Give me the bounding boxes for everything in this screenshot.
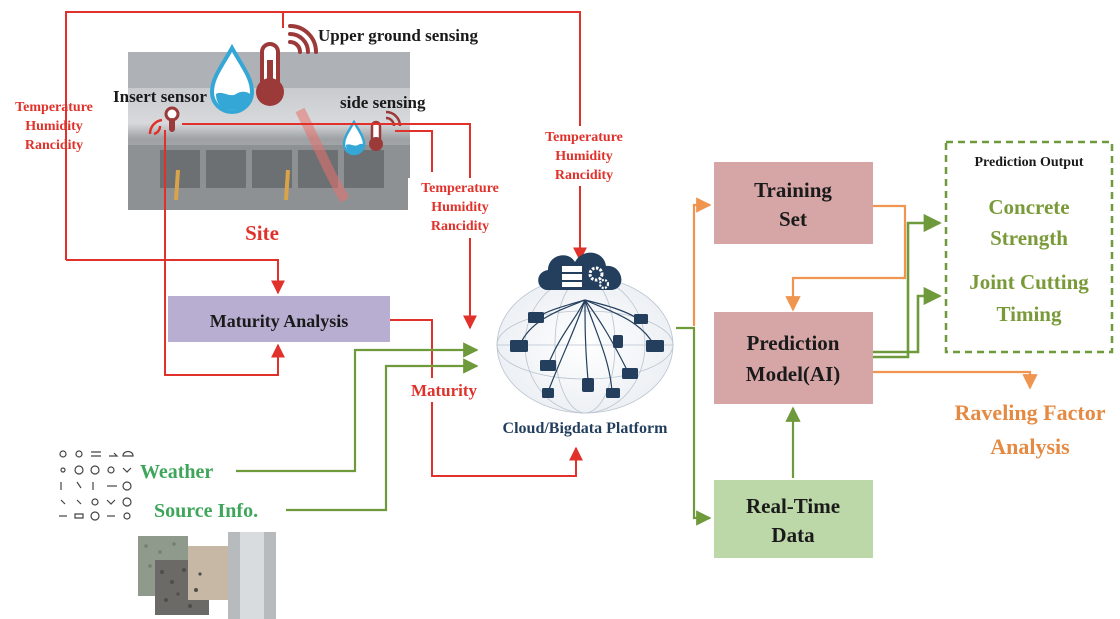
upper-ground-sensing-label: Upper ground sensing bbox=[318, 26, 478, 45]
concrete-strength-line1: Concrete bbox=[988, 195, 1069, 219]
insert-sensor-label: Insert sensor bbox=[113, 87, 207, 106]
joint-cutting-line1: Joint Cutting bbox=[969, 270, 1089, 294]
orange-connectors bbox=[692, 197, 1038, 390]
training-set-label-line1: Training bbox=[754, 178, 832, 202]
prediction-model-label-line2: Model(AI) bbox=[746, 362, 840, 386]
real-time-data-box: Real-Time Data bbox=[714, 480, 873, 558]
insert-sensor-icon bbox=[148, 106, 180, 136]
droplet-icon bbox=[209, 43, 255, 115]
env-left-humidity: Humidity bbox=[25, 119, 83, 134]
env-label-top: Temperature Humidity Rancidity bbox=[536, 126, 632, 186]
env-top-rancidity: Rancidity bbox=[555, 168, 613, 183]
site-label: Site bbox=[245, 221, 279, 245]
env-label-mid: Temperature Humidity Rancidity bbox=[408, 178, 512, 238]
maturity-analysis-label: Maturity Analysis bbox=[210, 311, 349, 331]
thermometer-icon bbox=[256, 42, 284, 106]
prediction-model-label-line1: Prediction bbox=[747, 331, 840, 355]
real-time-data-label-line2: Data bbox=[771, 523, 815, 547]
weather-icons-grid bbox=[59, 450, 134, 521]
cloud-server-gear-icon bbox=[538, 252, 622, 290]
green-connectors bbox=[236, 213, 942, 526]
env-mid-temperature: Temperature bbox=[421, 181, 499, 196]
env-label-left: Temperature Humidity Rancidity bbox=[15, 100, 93, 153]
weather-label: Weather bbox=[140, 461, 213, 483]
env-mid-humidity: Humidity bbox=[431, 200, 489, 215]
maturity-label-group: Maturity bbox=[404, 378, 484, 402]
training-set-label-line2: Set bbox=[779, 207, 807, 231]
concrete-strength-line2: Strength bbox=[990, 226, 1068, 250]
training-set-box: Training Set bbox=[714, 162, 873, 244]
red-connectors bbox=[65, 11, 587, 477]
joint-cutting-line2: Timing bbox=[997, 302, 1062, 326]
maturity-analysis-box: Maturity Analysis bbox=[168, 296, 390, 342]
cloud-platform-graphic bbox=[496, 252, 674, 414]
prediction-output-title: Prediction Output bbox=[974, 155, 1083, 170]
env-left-rancidity: Rancidity bbox=[25, 138, 83, 153]
raveling-factor-line2: Analysis bbox=[990, 434, 1070, 459]
maturity-label: Maturity bbox=[411, 381, 478, 400]
wifi-signal-icon bbox=[288, 24, 318, 54]
source-material-photos bbox=[138, 532, 276, 619]
env-top-humidity: Humidity bbox=[555, 149, 613, 164]
env-top-temperature: Temperature bbox=[545, 130, 623, 145]
real-time-data-label-line1: Real-Time bbox=[746, 494, 840, 518]
prediction-output-box: Prediction Output Concrete Strength Join… bbox=[944, 140, 1114, 354]
prediction-model-box: Prediction Model(AI) bbox=[714, 312, 873, 404]
source-info-label: Source Info. bbox=[154, 500, 258, 522]
env-mid-rancidity: Rancidity bbox=[431, 219, 489, 234]
side-sensing-label: side sensing bbox=[340, 93, 426, 112]
env-left-temperature: Temperature bbox=[15, 100, 93, 115]
raveling-factor-line1: Raveling Factor bbox=[955, 400, 1106, 425]
cloud-platform-label: Cloud/Bigdata Platform bbox=[503, 420, 669, 437]
